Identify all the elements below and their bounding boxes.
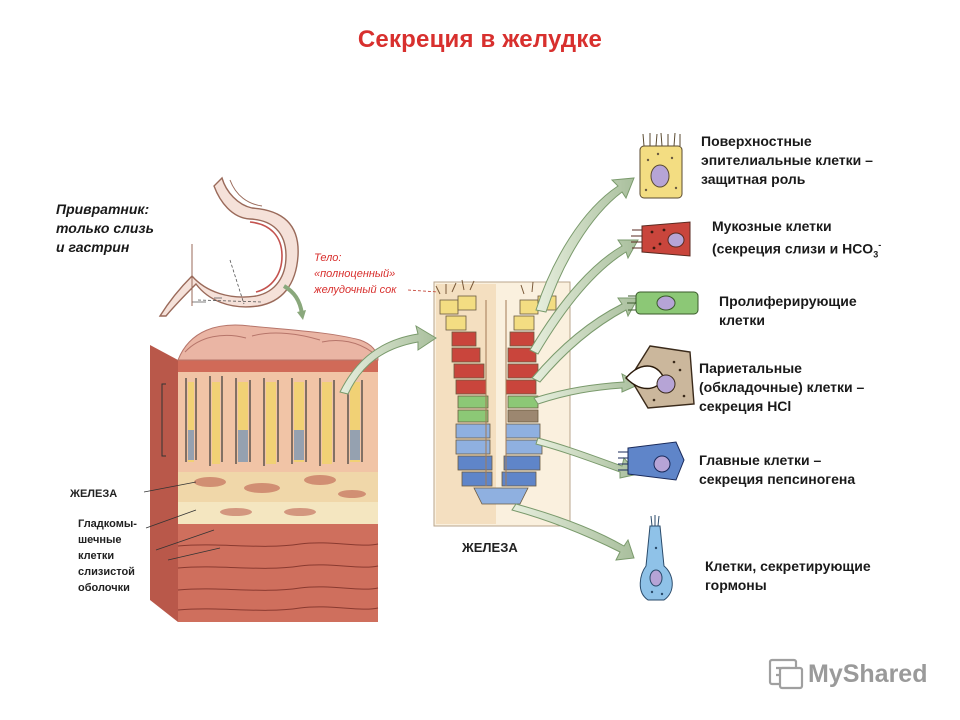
watermark-brand: MyShared xyxy=(808,660,928,688)
parietal-cells-label: Париетальные (обкладочные) клетки – секр… xyxy=(699,360,865,414)
page-title: Секреция в желудке xyxy=(357,26,603,53)
chief-cells-label: Главные клетки – секреция пепсиногена xyxy=(699,452,856,487)
body-label: Тело: «полноценный» желудочный сок xyxy=(314,252,397,296)
surface-epithelial-cell-icon xyxy=(639,132,683,199)
gland-label-left: ЖЕЛЕЗА xyxy=(70,488,118,500)
smooth-muscle-label: Гладкомы- шечные клетки слизистой оболоч… xyxy=(78,518,137,594)
myshared-logo-icon xyxy=(768,658,804,690)
hormone-secreting-cell-icon xyxy=(639,515,673,601)
proliferating-cell-icon xyxy=(627,291,699,315)
hormone-secreting-cells-label: Клетки, секретирующие гормоны xyxy=(705,558,871,593)
gland-label-center: ЖЕЛЕЗА xyxy=(462,540,518,555)
pylorus-label: Привратник: только слизь и гастрин xyxy=(56,201,154,255)
proliferating-cells-label: Пролиферирующие клетки xyxy=(719,293,857,328)
body-leader xyxy=(407,289,439,293)
gland-closeup xyxy=(433,279,571,527)
label-leaders xyxy=(143,481,221,561)
stomach-wall-block xyxy=(150,324,379,622)
chief-cell-icon xyxy=(618,441,685,481)
flow-arrows xyxy=(339,177,642,561)
parietal-cell-icon xyxy=(625,345,695,409)
stomach-illustration xyxy=(158,176,306,320)
mucous-cells-label: Мукозные клетки (секреция слизи и HCO3- xyxy=(712,218,882,260)
mucous-cell-icon xyxy=(631,221,691,257)
surface-epithelial-cells-label: Поверхностные эпителиальные клетки – защ… xyxy=(701,133,873,187)
